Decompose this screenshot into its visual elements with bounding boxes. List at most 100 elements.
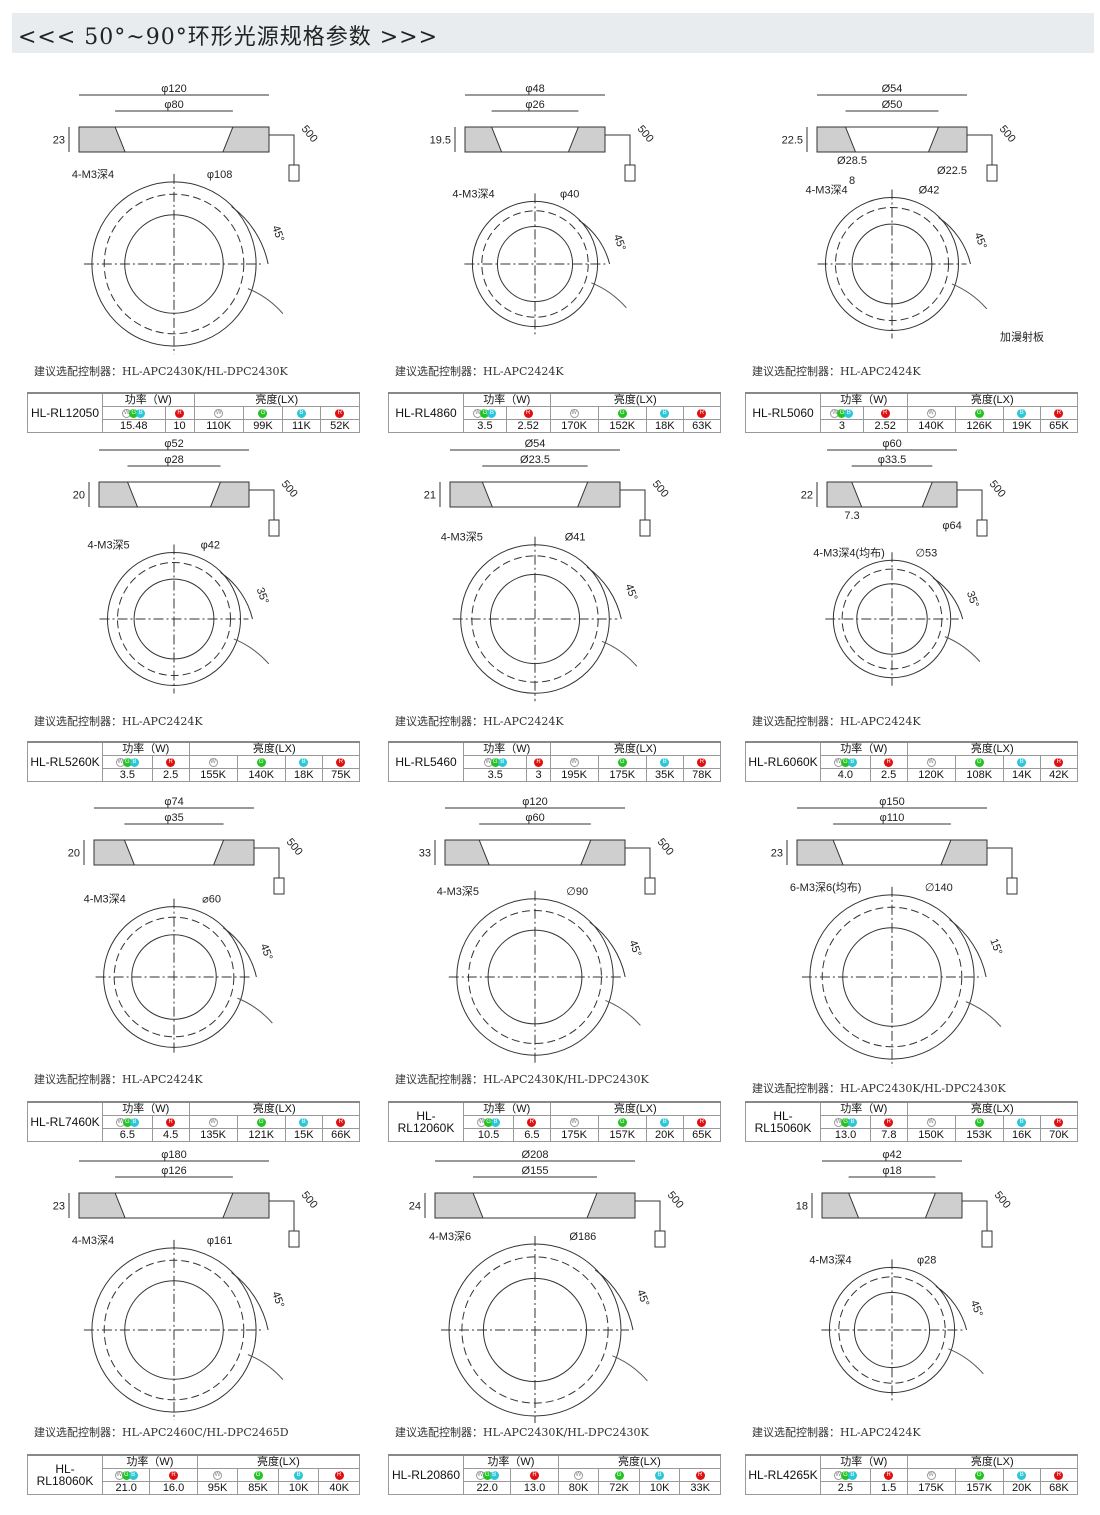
side-view [806, 94, 998, 182]
controller-label: 建议选配控制器： [34, 365, 122, 378]
dim-hole: 4-M3深4 [84, 893, 126, 906]
lux-r-icon: R [318, 1468, 360, 1482]
controller-value: HL-APC2424K [483, 715, 564, 728]
dim-outer: Ø54 [525, 438, 546, 450]
power-wgb-value: 22.0 [462, 1481, 512, 1495]
g-led-icon: G [617, 1117, 627, 1127]
model-number: HL-RL5260K [27, 741, 103, 782]
dim-extra: 7.3 [844, 510, 859, 522]
dim-inner: φ18 [882, 1165, 901, 1177]
controller-label: 建议选配控制器： [395, 715, 483, 728]
power-r-icon: R [510, 1468, 559, 1482]
lux-w-value: 110K [193, 419, 244, 433]
r-led-icon: R [166, 1117, 176, 1127]
dim-outer: φ52 [164, 438, 183, 450]
dim-height: 22.5 [782, 135, 803, 147]
lux-g-value: 157K [597, 1128, 647, 1142]
lux-w-value: 140K [906, 419, 956, 433]
power-header: 功率（W) [820, 392, 908, 407]
r-led-icon: R [697, 408, 707, 418]
w-led-icon: W [213, 1470, 222, 1480]
section-title: <<< 50°~90°环形光源规格参数 >>> [18, 25, 439, 50]
power-r-value: 13.0 [510, 1481, 559, 1495]
r-led-icon: R [884, 1117, 894, 1127]
r-led-icon: R [336, 1117, 346, 1127]
dim-outer: Ø54 [882, 83, 903, 95]
power-header: 功率（W) [820, 1101, 908, 1116]
r-led-icon: R [697, 757, 707, 767]
b-led-icon: B [847, 757, 857, 767]
power-r-icon: R [869, 1468, 908, 1482]
lux-header: 亮度(LX) [549, 741, 722, 756]
recommended-controller: 建议选配控制器：HL-APC2424K [395, 713, 564, 729]
dim-pcd: ∅53 [915, 547, 937, 559]
power-header: 功率（W) [463, 1454, 559, 1469]
dim-pcd: Ø186 [569, 1231, 596, 1243]
power-wgb-value: 6.5 [102, 1128, 153, 1142]
r-led-icon: R [336, 757, 346, 767]
lux-w-icon: W [557, 1468, 600, 1482]
controller-label: 建议选配控制器： [395, 1426, 483, 1439]
w-led-icon: W [926, 1117, 936, 1127]
lux-g-icon: G [236, 1115, 286, 1129]
lux-g-icon: G [597, 406, 647, 420]
dim-height: 20 [68, 848, 80, 860]
lux-w-icon: W [549, 406, 599, 420]
dim-angle: 45° [626, 939, 643, 959]
g-led-icon: G [617, 757, 627, 767]
plan-view [95, 898, 273, 1056]
w-led-icon: W [926, 757, 936, 767]
power-wgb-value: 3.5 [462, 768, 528, 782]
dim-hole: 4-M3深4(均布) [813, 546, 885, 559]
g-led-icon: G [974, 1470, 984, 1480]
b-led-icon: B [660, 757, 670, 767]
power-r-icon: R [526, 755, 551, 769]
lux-r-icon: R [682, 406, 722, 420]
lux-r-icon: R [321, 1115, 361, 1129]
dim-hole: 4-M3深5 [437, 885, 479, 898]
power-r-value: 6.5 [513, 1128, 551, 1142]
dim-extra: 8 [849, 175, 855, 187]
power-r-icon: R [513, 1115, 551, 1129]
section-header: <<< 50°~90°环形光源规格参数 >>> [12, 13, 1094, 53]
dim-outer: φ60 [882, 438, 901, 450]
b-led-icon: B [847, 1470, 857, 1480]
power-header: 功率（W) [102, 1454, 198, 1469]
power-wgb-value: 2.5 [820, 1481, 871, 1495]
g-led-icon: G [974, 757, 984, 767]
dim-height: 33 [419, 848, 431, 860]
b-led-icon: B [1017, 757, 1027, 767]
side-view [68, 94, 300, 182]
b-led-icon: B [487, 408, 497, 418]
dim-height: 20 [73, 490, 85, 502]
recommended-controller: 建议选配控制器：HL-APC2424K [752, 1424, 921, 1440]
dim-outer: Ø208 [522, 1149, 549, 1161]
g-led-icon: G [837, 408, 847, 418]
controller-value: HL-APC2424K [122, 715, 203, 728]
w-led-icon: W [569, 1117, 579, 1127]
lux-r-icon: R [321, 755, 361, 769]
lux-w-value: 120K [906, 768, 956, 782]
dim-height: 23 [53, 135, 65, 147]
lux-header: 亮度(LX) [188, 1101, 361, 1116]
dim-height: 23 [53, 1201, 65, 1213]
dim-cable: 500 [997, 123, 1018, 145]
side-view [786, 807, 1018, 895]
lux-w-icon: W [906, 755, 956, 769]
lux-r-value: 40K [318, 1481, 360, 1495]
side-view [439, 449, 651, 537]
dim-inner: φ126 [161, 1165, 187, 1177]
b-led-icon: B [660, 1117, 670, 1127]
r-led-icon: R [695, 1470, 705, 1480]
controller-value: HL-APC2424K [840, 715, 921, 728]
b-led-icon: B [129, 1117, 139, 1127]
g-led-icon: G [253, 1470, 263, 1480]
